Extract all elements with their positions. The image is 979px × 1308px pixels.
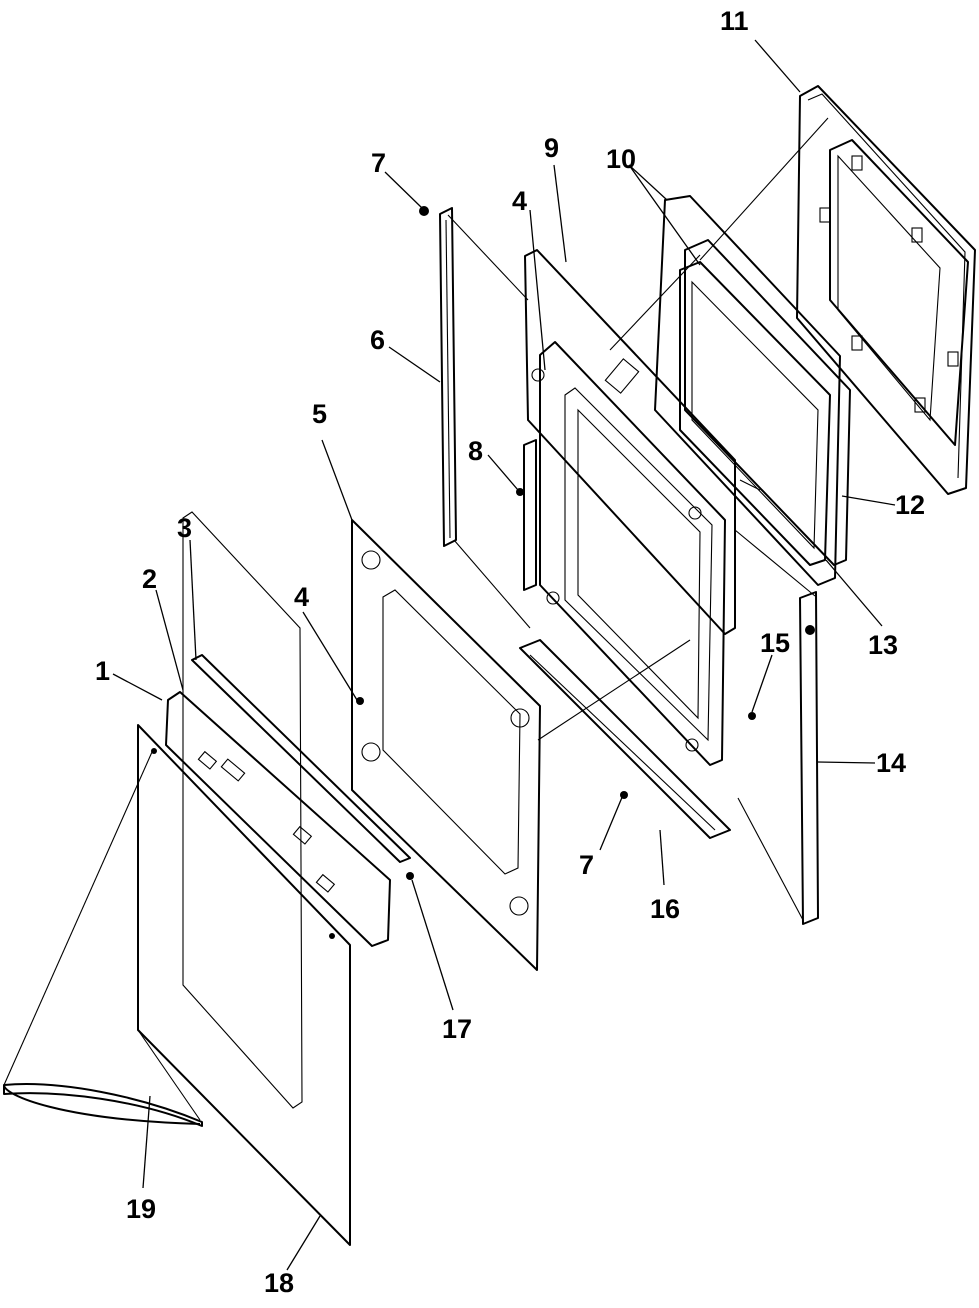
callout-13: 13 bbox=[868, 630, 898, 660]
part-hinge-bracket bbox=[523, 439, 537, 591]
callout-17: 17 bbox=[442, 1014, 472, 1044]
callout-6: 6 bbox=[370, 325, 385, 355]
part-bottom-channel bbox=[519, 639, 731, 839]
part-outer-frame bbox=[796, 85, 976, 495]
callout-4a: 4 bbox=[294, 582, 309, 612]
callout-16: 16 bbox=[650, 894, 680, 924]
callout-7b: 7 bbox=[579, 850, 594, 880]
part-inner-panel bbox=[524, 249, 736, 766]
part-outer-door-panel bbox=[137, 511, 351, 1246]
part-door-handle bbox=[3, 1083, 203, 1127]
part-insulation-panel bbox=[351, 519, 541, 971]
callout-2: 2 bbox=[142, 564, 157, 594]
callout-9: 9 bbox=[544, 133, 559, 163]
callout-4b: 4 bbox=[512, 186, 527, 216]
callout-10: 10 bbox=[606, 144, 636, 174]
part-control-bracket bbox=[165, 691, 391, 947]
callout-1: 1 bbox=[95, 656, 110, 686]
leader-lines bbox=[3, 39, 896, 1271]
callout-3: 3 bbox=[177, 513, 192, 543]
part-glass-panels bbox=[654, 195, 841, 586]
callout-5: 5 bbox=[312, 399, 327, 429]
part-top-trim bbox=[191, 654, 411, 863]
callout-7a: 7 bbox=[371, 148, 386, 178]
callout-12: 12 bbox=[895, 490, 925, 520]
part-side-strip-right bbox=[799, 591, 819, 925]
callout-15: 15 bbox=[760, 628, 790, 658]
callout-labels: 1 2 3 4 4 5 6 7 7 8 9 10 11 12 13 14 15 … bbox=[95, 6, 925, 1298]
part-side-strip bbox=[439, 207, 457, 547]
callout-11: 11 bbox=[720, 6, 749, 36]
callout-14: 14 bbox=[876, 748, 906, 778]
callout-8: 8 bbox=[468, 436, 483, 466]
part-glass-pack bbox=[684, 239, 851, 566]
fasteners bbox=[356, 206, 815, 880]
callout-18: 18 bbox=[264, 1268, 294, 1298]
callout-19: 19 bbox=[126, 1194, 156, 1224]
